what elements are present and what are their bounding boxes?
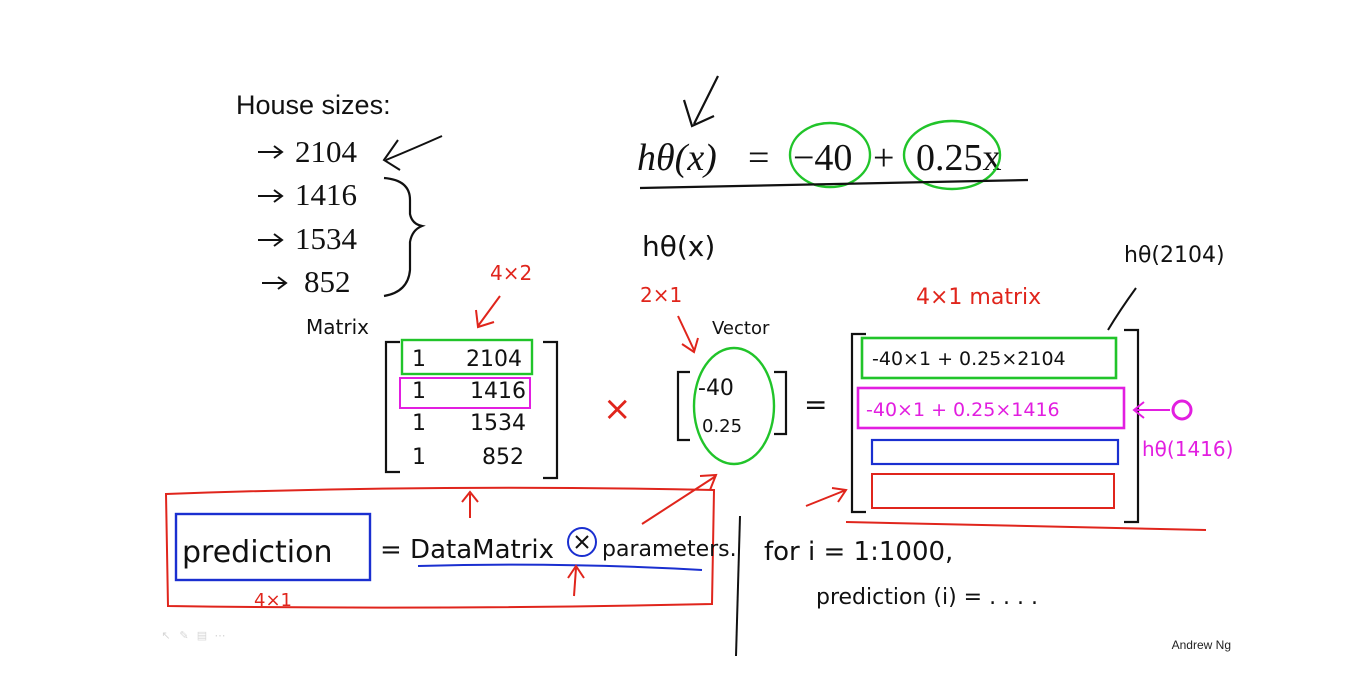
matrix-cell: 1 <box>412 411 426 436</box>
pointer-arrow-icon <box>682 75 719 128</box>
red-arrow-icon <box>677 315 699 354</box>
h-label-1416: hθ(1416) <box>1142 437 1233 461</box>
result-matrix: 4×1 matrix hθ(2104) -40×1 + 0.25×2104 -4… <box>805 243 1233 531</box>
matrix-label: Matrix <box>306 315 369 339</box>
loop-line: for i = 1:1000, <box>764 537 953 567</box>
hypothesis-constant: −40 <box>793 137 852 179</box>
constant-highlight-circle <box>788 121 872 189</box>
check-mark-icon <box>382 135 443 171</box>
coefficient-highlight-circle <box>902 119 1002 191</box>
prediction-equation: prediction 4×1 = DataMatrix parameters. <box>164 486 737 611</box>
prediction-dimension: 4×1 <box>254 590 292 611</box>
prediction-rhs-params: parameters. <box>602 537 737 562</box>
size-value: 2104 <box>295 134 358 169</box>
size-value: 1534 <box>295 221 358 256</box>
size-value: 852 <box>304 264 351 299</box>
matrix-cell: 1 <box>412 347 426 372</box>
curly-brace <box>383 176 426 298</box>
equals-sign: = <box>804 388 827 421</box>
slide-toolbar[interactable]: ↖ ✎ ▤ ⋯ <box>160 630 226 642</box>
author-credit: Andrew Ng <box>1171 638 1231 652</box>
prediction-frame <box>164 486 716 609</box>
result-left-bracket <box>850 332 866 514</box>
hypothesis-plus: + <box>873 137 894 179</box>
size-arrow-icon <box>258 145 288 290</box>
row-highlight-green <box>400 338 534 376</box>
red-arrow-icon <box>641 473 718 525</box>
matrix-cell: 2104 <box>466 347 522 372</box>
matrix-cell: 1 <box>412 379 426 404</box>
hypothesis-underline <box>639 178 1029 190</box>
magenta-arrow-icon <box>1132 401 1170 419</box>
multiply-symbol-icon <box>575 535 589 549</box>
vector-value: -40 <box>698 376 734 401</box>
matrix-cell: 1534 <box>470 411 526 436</box>
row-highlight-magenta <box>399 377 531 409</box>
red-arrow-icon <box>805 487 848 507</box>
data-matrix: 4×2 Matrix 1 2104 1 1416 1 1534 1 852 <box>306 261 559 480</box>
vector-highlight-circle <box>692 346 776 466</box>
result-row-magenta <box>856 386 1126 430</box>
prediction-underline <box>417 563 703 571</box>
hypothesis-formula: hθ(x) = −40 + 0.25x hθ(x) <box>637 75 1029 263</box>
scribble-dot-icon <box>1171 399 1193 421</box>
result-dimension: 4×1 matrix <box>916 285 1041 310</box>
left-bracket <box>384 340 400 474</box>
loop-line: prediction (i) = . . . . <box>816 585 1038 610</box>
h-label-2104: hθ(2104) <box>1124 243 1225 268</box>
vector-right-bracket <box>774 370 788 436</box>
slide-title: House sizes: <box>236 90 391 120</box>
pointer-tool-icon[interactable]: ↖ <box>161 630 171 642</box>
size-value: 1416 <box>295 177 357 212</box>
result-underline <box>845 521 1207 531</box>
right-bracket <box>543 340 559 480</box>
red-arrow-icon <box>475 295 501 329</box>
hypothesis-equals: = <box>748 137 769 179</box>
red-arrow-icon <box>461 490 479 518</box>
result-row-text: -40×1 + 0.25×2104 <box>872 348 1066 370</box>
result-row-blue <box>870 438 1120 466</box>
prediction-box <box>174 512 372 582</box>
hypothesis-lhs: hθ(x) <box>637 137 717 179</box>
prediction-word: prediction <box>182 535 333 570</box>
hypothesis-coefficient: 0.25x <box>916 137 1002 179</box>
black-arrow-icon <box>1107 287 1137 331</box>
vector-dimension: 2×1 <box>640 283 682 307</box>
multiply-circle-icon <box>567 527 597 557</box>
vector-value: 0.25 <box>702 416 742 437</box>
matrix-cell: 1416 <box>470 379 526 404</box>
parameter-vector: 2×1 Vector -40 0.25 <box>640 283 788 525</box>
matrix-cell: 1 <box>412 445 426 470</box>
matrix-dimension: 4×2 <box>490 261 532 285</box>
result-row-green <box>860 336 1118 380</box>
vector-label: Vector <box>712 318 770 339</box>
house-size-list: 2104 1416 1534 852 <box>258 134 443 299</box>
result-row-text: -40×1 + 0.25×1416 <box>866 399 1060 421</box>
result-right-bracket <box>1124 328 1140 524</box>
times-sign: × <box>603 389 632 429</box>
slides-icon[interactable]: ▤ <box>196 630 208 642</box>
pen-tool-icon[interactable]: ✎ <box>179 630 189 642</box>
red-arrow-icon <box>567 564 585 597</box>
matrix-cell: 852 <box>482 445 524 470</box>
vertical-divider <box>735 515 741 657</box>
vector-left-bracket <box>676 370 690 442</box>
result-row-red <box>871 473 1115 509</box>
prediction-rhs: = DataMatrix <box>380 535 554 565</box>
h-theta-note: hθ(x) <box>642 230 715 263</box>
options-icon[interactable]: ⋯ <box>214 630 226 642</box>
